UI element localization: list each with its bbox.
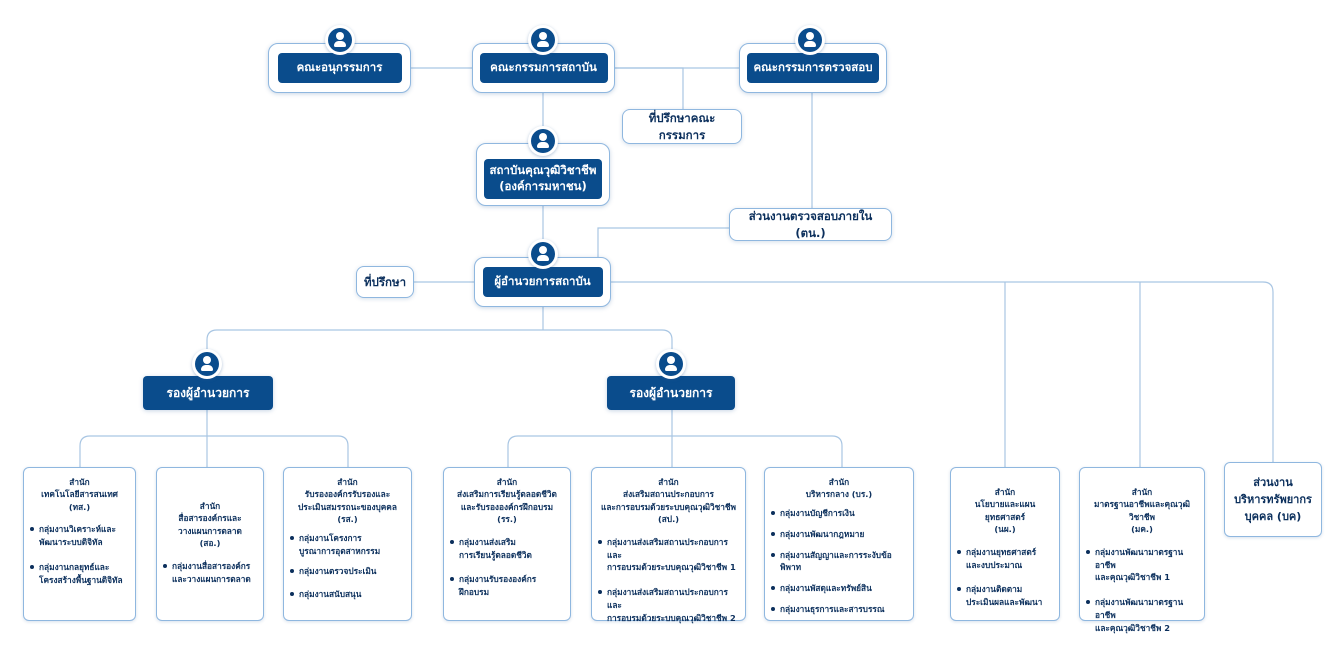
person-icon [325,25,355,55]
office-title: สำนัก ส่งเสริมการเรียนรู้ตลอดชีวิต และรั… [457,477,557,525]
office-item: กลุ่มงานส่งเสริมสถานประกอบการและ การอบรม… [598,586,739,625]
person-icon [795,25,825,55]
audit-committee-label: คณะกรรมการตรวจสอบ [747,53,879,83]
office-item: กลุ่มงานยุทธศาสตร์ และงบประมาณ [957,546,1053,572]
office-title: สำนัก เทคโนโลยีสารสนเทศ (ทส.) [41,477,118,512]
person-icon [528,126,558,156]
office-item: กลุ่มงานกลยุทธ์และ โครงสร้างพื้นฐานดิจิท… [30,561,129,587]
office-box-standards: สำนัก มาตรฐานอาชีพและคุณวุฒิวิชาชีพ (มค.… [1079,467,1205,633]
office-item: กลุ่มงานวิเคราะห์และ พัฒนาระบบดิจิทัล [30,523,129,549]
office-box-it: สำนัก เทคโนโลยีสารสนเทศ (ทส.) กลุ่มงานวิ… [23,467,136,621]
office-item: กลุ่มงานสื่อสารองค์กร และวางแผนการตลาด [163,560,257,586]
internal-audit-box: ส่วนงานตรวจสอบภายใน (ตน.) [729,208,892,241]
deputy-director-node: รองผู้อำนวยการ [607,376,735,410]
office-item: กลุ่มงานสนับสนุน [290,588,405,601]
person-icon [528,239,558,269]
office-title: สำนัก มาตรฐานอาชีพและคุณวุฒิวิชาชีพ (มค.… [1094,487,1190,535]
deputy-director-node: รองผู้อำนวยการ [143,376,273,410]
office-title: สำนัก รับรององค์กรรับรองและ ประเมินสมรรถ… [298,477,397,525]
office-title: สำนัก ส่งเสริมสถานประกอบการ และการอบรมด้… [600,477,736,525]
office-item: กลุ่มงานตรวจประเมิน [290,565,405,578]
office-item: กลุ่มงานธุรการและสารบรรณ [771,603,907,616]
office-box-lifelong-learning: สำนัก ส่งเสริมการเรียนรู้ตลอดชีวิต และรั… [443,467,571,621]
office-title: สำนัก นโยบายและแผนยุทธศาสตร์ (นผ.) [974,487,1036,535]
board-advisor-box: ที่ปรึกษาคณะกรรมการ [622,109,742,144]
advisor-box: ที่ปรึกษา [356,266,414,298]
office-item: กลุ่มงานติดตาม ประเมินผลและพัฒนา [957,583,1053,609]
office-item: กลุ่มงานพัฒนากฎหมาย [771,528,907,541]
person-icon [192,349,222,379]
director-node: ผู้อำนวยการสถาบัน [474,257,611,307]
office-box-certification: สำนัก รับรององค์กรรับรองและ ประเมินสมรรถ… [283,467,412,621]
institute-label: สถาบันคุณวุฒิวิชาชีพ (องค์การมหาชน) [484,158,602,199]
office-item: กลุ่มงานรับรององค์กร ฝึกอบรม [450,573,564,599]
person-icon [656,349,686,379]
institute-node: สถาบันคุณวุฒิวิชาชีพ (องค์การมหาชน) [476,143,610,206]
office-item: กลุ่มงานสัญญาและการระงับข้อพิพาท [771,549,907,575]
office-item: กลุ่มงานส่งเสริม การเรียนรู้ตลอดชีวิต [450,536,564,562]
audit-committee-node: คณะกรรมการตรวจสอบ [739,43,887,93]
office-box-enterprise-promotion: สำนัก ส่งเสริมสถานประกอบการ และการอบรมด้… [591,467,746,623]
office-item: กลุ่มงานพัฒนามาตรฐานอาชีพ และคุณวุฒิวิชา… [1086,546,1198,585]
office-box-general-admin: สำนัก บริหารกลาง (บร.) กลุ่มงานบัญชีการเ… [764,467,914,621]
subcommittee-label: คณะอนุกรรมการ [277,53,402,83]
director-label: ผู้อำนวยการสถาบัน [482,267,603,297]
hr-unit-box: ส่วนงาน บริหารทรัพยากร บุคคล (บค) [1224,462,1322,537]
office-title: สำนัก บริหารกลาง (บร.) [805,477,873,500]
office-item: กลุ่มงานส่งเสริมสถานประกอบการและ การอบรม… [598,536,739,575]
office-box-communications: สำนัก สื่อสารองค์กรและ วางแผนการตลาด (สอ… [156,467,264,621]
person-icon [528,25,558,55]
office-item: กลุ่มงานบัญชีการเงิน [771,507,907,520]
office-item: กลุ่มงานพัฒนามาตรฐานอาชีพ และคุณวุฒิวิชา… [1086,596,1198,635]
board-label: คณะกรรมการสถาบัน [479,53,608,83]
board-node: คณะกรรมการสถาบัน [472,43,615,93]
office-item: กลุ่มงานโครงการ บูรณาการอุตสาหกรรม [290,532,405,558]
office-title: สำนัก สื่อสารองค์กรและ วางแผนการตลาด (สอ… [178,501,242,549]
office-box-policy-strategy: สำนัก นโยบายและแผนยุทธศาสตร์ (นผ.) กลุ่ม… [950,467,1060,621]
office-item: กลุ่มงานพัสดุและทรัพย์สิน [771,582,907,595]
